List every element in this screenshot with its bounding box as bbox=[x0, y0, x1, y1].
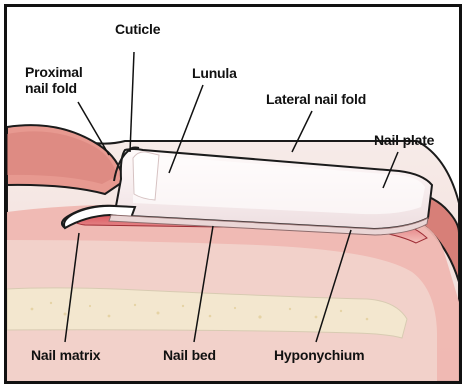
proximal-nail-fold-label-line-1: Proximal bbox=[25, 64, 83, 80]
lateral-nail-fold-label: Lateral nail fold bbox=[266, 91, 366, 107]
hyponychium-label: Hyponychium bbox=[274, 347, 364, 363]
nail-bed-label: Nail bed bbox=[163, 347, 216, 363]
lunula-label: Lunula bbox=[192, 65, 237, 81]
lunula-area bbox=[133, 152, 159, 200]
proximal-nail-fold-label-line-2: nail fold bbox=[25, 80, 83, 96]
nail-plate-label: Nail plate bbox=[374, 132, 434, 148]
diagram-frame: Cuticle Proximal nail fold Lunula Latera… bbox=[4, 4, 462, 384]
nail-matrix-label: Nail matrix bbox=[31, 347, 100, 363]
cuticle-leader-line bbox=[130, 52, 134, 152]
proximal-nail-fold-label: Proximal nail fold bbox=[25, 64, 83, 96]
cuticle-label: Cuticle bbox=[115, 21, 160, 37]
